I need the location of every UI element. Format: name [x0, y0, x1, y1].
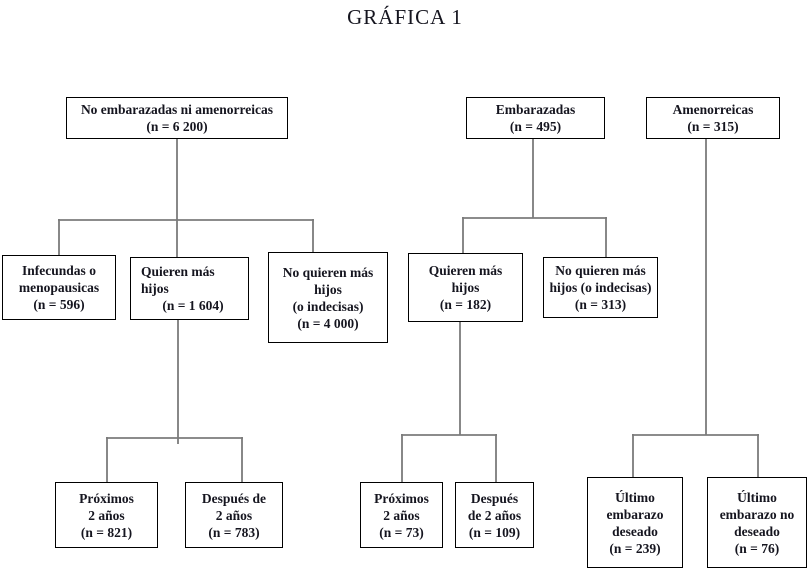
- node-text-line: (n = 76): [734, 540, 780, 556]
- node-text-line: Infecundas o: [22, 263, 96, 278]
- node-text-line: No embarazadas ni amenorreicas: [80, 102, 274, 117]
- node-text-line: embarazo: [606, 506, 664, 522]
- node-text-line: (n = 313): [574, 297, 627, 312]
- node-text-line: No quieren más: [555, 263, 646, 278]
- node-no-quieren-mas-hijos-313: No quieren más hijos (o indecisas) (n = 31…: [543, 257, 658, 318]
- node-infecundas-o-menopausicas: Infecundas o menopausicas (n = 596): [2, 255, 116, 320]
- node-text-line: (n = 783): [208, 524, 260, 540]
- node-text-line: Quieren más: [428, 263, 503, 278]
- node-text-line: Último: [737, 489, 777, 505]
- node-text-line: hijos: [314, 281, 342, 297]
- node-text-line: (n = 6 200): [146, 119, 208, 134]
- node-text-line: (n = 109): [468, 524, 521, 540]
- node-text-line: (n = 1 604): [162, 298, 224, 313]
- node-text-line: hijos: [451, 280, 480, 295]
- node-text-line: Después: [470, 490, 519, 506]
- diagram-title: GRÁFICA 1: [347, 5, 463, 29]
- node-text-line: (n = 73): [379, 524, 424, 540]
- node-text-line: Amenorreicas: [672, 102, 754, 117]
- node-text-line: deseado: [612, 523, 658, 539]
- node-text-line: hijos (o indecisas): [549, 280, 652, 295]
- node-text-line: No quieren más: [282, 264, 374, 280]
- node-text-line: (n = 821): [80, 524, 133, 540]
- node-text-line: (n = 182): [439, 297, 492, 312]
- node-text-line: hijos: [141, 281, 169, 296]
- node-text-line: Próximos: [374, 490, 429, 506]
- node-text-line: 2 años: [88, 507, 125, 523]
- node-amenorreicas: Amenorreicas (n = 315): [646, 97, 780, 139]
- node-text-line: 2 años: [383, 507, 420, 523]
- node-no-embarazadas-ni-amenorreicas: No embarazadas ni amenorreicas (n = 6 200…: [66, 97, 288, 139]
- node-text-line: (n = 239): [609, 540, 661, 556]
- node-text-line: menopausicas: [18, 280, 100, 295]
- node-text-line: deseado: [734, 523, 780, 539]
- node-text-line: (o indecisas): [292, 298, 364, 314]
- node-text-line: Quieren más: [141, 264, 215, 279]
- node-text-line: Embarazadas: [495, 102, 576, 117]
- node-text-line: (n = 4 000): [297, 315, 359, 331]
- node-text-line: Último: [615, 489, 655, 505]
- node-text-line: (n = 596): [33, 297, 85, 312]
- node-quieren-mas-hijos-182: Quieren más hijos (n = 182): [408, 253, 523, 322]
- node-text-line: (n = 315): [687, 119, 739, 134]
- node-text-line: Próximos: [79, 490, 134, 506]
- node-text-line: (n = 495): [509, 119, 562, 134]
- node-text-line: de 2 años: [467, 507, 522, 523]
- node-text-line: embarazo no: [719, 506, 795, 522]
- node-quieren-mas-hijos-1604: Quieren más hijos (n = 1 604): [130, 257, 249, 320]
- node-text-line: Después de: [201, 490, 267, 506]
- node-text-line: 2 años: [215, 507, 253, 523]
- node-embarazadas: Embarazadas (n = 495): [466, 97, 605, 139]
